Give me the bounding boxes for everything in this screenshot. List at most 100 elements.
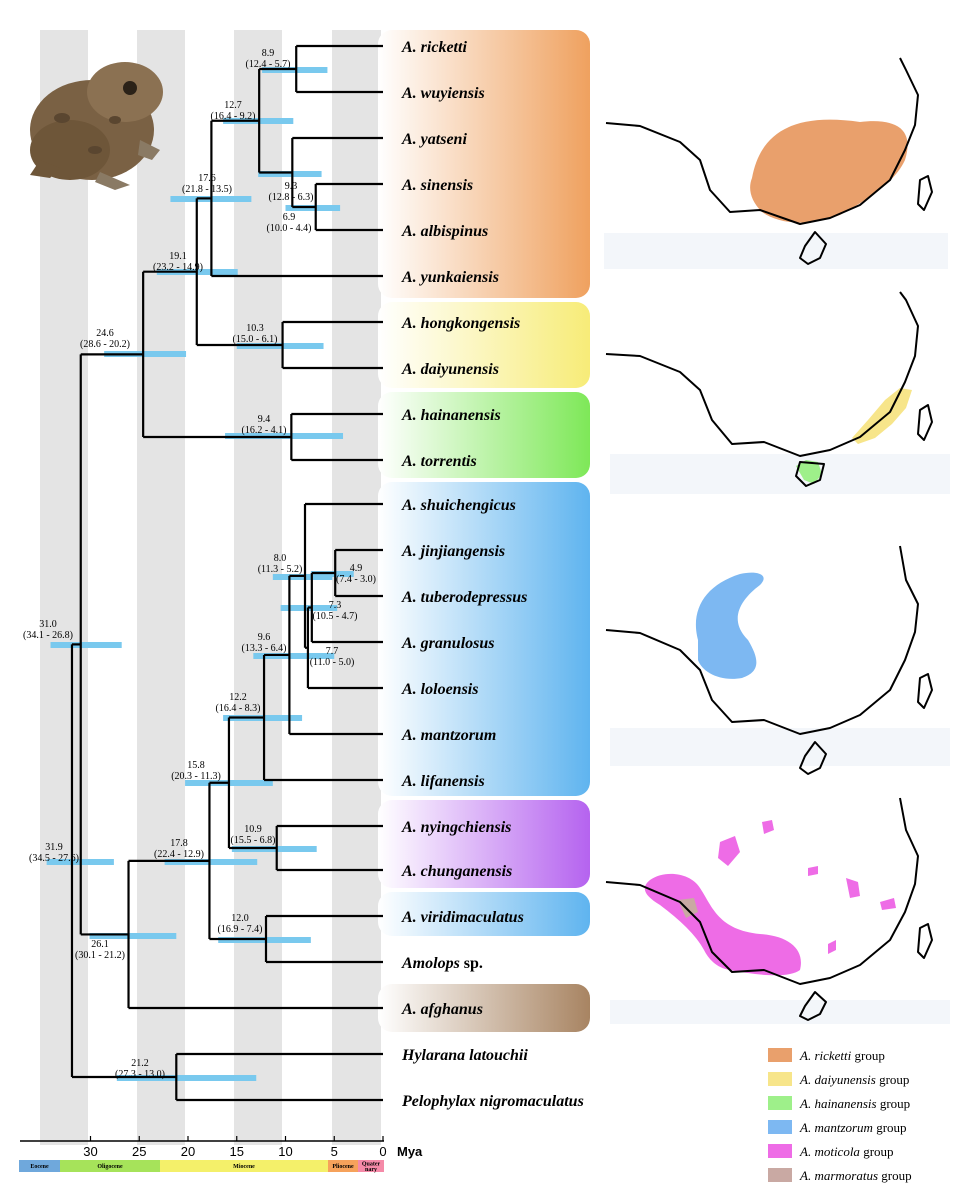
clade-boxes: [378, 30, 590, 1032]
clade-box-afghanus: [378, 984, 590, 1032]
taxon-label: A. hainanensis: [401, 407, 501, 424]
taxon-label: A. chunganensis: [401, 863, 512, 880]
node-hpd: (21.8 - 13.5): [182, 184, 232, 195]
taxon-label: A. jinjiangensis: [401, 543, 505, 560]
node-hpd: (22.4 - 12.9): [154, 849, 204, 860]
map-daiyunensis: [605, 291, 950, 494]
hpd-bar: [275, 653, 335, 659]
node-age: 31.9: [45, 842, 63, 853]
taxon-label: A. ricketti: [401, 39, 467, 56]
node-hpd: (16.9 - 7.4): [218, 924, 263, 935]
legend-swatch: [768, 1096, 792, 1110]
taxon-labels: A. ricketti A. wuyiensis A. yatseni A. s…: [401, 39, 584, 1110]
node-age: 8.0: [274, 553, 287, 564]
node-hpd: (34.5 - 27.6): [29, 853, 79, 864]
legend-label: A. moticola group: [799, 1144, 894, 1159]
taxon-label: A. granulosus: [401, 635, 495, 652]
time-band: [137, 30, 185, 1145]
node-age: 31.0: [39, 619, 57, 630]
epoch-block: [60, 1160, 160, 1172]
clade-box-mantzorum: [378, 482, 590, 796]
taxon-label: A. wuyiensis: [401, 85, 485, 102]
taxon-label: A. hongkongensis: [401, 315, 520, 332]
legend-label: A. marmoratus group: [799, 1168, 912, 1183]
taxon-label: A. loloensis: [401, 681, 478, 698]
node-age: 9.6: [258, 632, 271, 643]
taxon-label: Hylarana latouchii: [401, 1047, 528, 1064]
axis-tick-label: 0: [379, 1144, 386, 1159]
legend-swatch: [768, 1072, 792, 1086]
node-age: 24.6: [96, 328, 114, 339]
epoch-block: [160, 1160, 328, 1172]
taxon-label: A. lifanensis: [401, 773, 485, 790]
axis-tick-label: 15: [230, 1144, 244, 1159]
node-age: 9.3: [285, 181, 298, 192]
node-hpd: (16.2 - 4.1): [242, 425, 287, 436]
node-hpd: (13.3 - 6.4): [242, 643, 287, 654]
epoch-label: nary: [365, 1167, 377, 1173]
node-age: 17.6: [198, 173, 216, 184]
node-hpd: (15.0 - 6.1): [233, 334, 278, 345]
hpd-bar: [50, 642, 122, 648]
map-mantzorum: [605, 545, 950, 775]
node-age: 12.2: [229, 692, 247, 703]
node-age: 21.2: [131, 1058, 149, 1069]
node-hpd: (23.2 - 14.9): [153, 262, 203, 273]
node-hpd: (16.4 - 9.2): [211, 111, 256, 122]
taxon-label: A. viridimaculatus: [401, 909, 524, 926]
node-age: 26.1: [91, 939, 109, 950]
taxon-label: A. mantzorum: [401, 727, 496, 744]
epoch-label: Oligocene: [97, 1164, 123, 1170]
taxon-label: A. daiyunensis: [401, 361, 499, 378]
node-age: 15.8: [187, 760, 205, 771]
node-age: 8.9: [262, 48, 275, 59]
tree-branches: [70, 44, 383, 1102]
hpd-bar: [89, 933, 177, 939]
legend-label: A. daiyunensis group: [799, 1072, 909, 1087]
node-hpd: (10.0 - 4.4): [267, 223, 312, 234]
taxon-label: A. nyingchiensis: [401, 819, 511, 836]
epoch-label: Pliocene: [332, 1164, 354, 1170]
epoch-label: Miocene: [233, 1164, 255, 1170]
legend: A. ricketti group A. daiyunensis group A…: [768, 1048, 912, 1183]
node-labels: 8.9 (12.4 - 5.7) 12.7 (16.4 - 9.2) 17.6 …: [23, 48, 376, 1080]
node-hpd: (10.5 - 4.7): [313, 611, 358, 622]
legend-label: A. mantzorum group: [799, 1120, 907, 1135]
node-hpd: (27.3 - 13.0): [115, 1069, 165, 1080]
hpd-bar: [272, 574, 333, 580]
node-age: 19.1: [169, 251, 187, 262]
taxon-label: A. torrentis: [401, 453, 477, 470]
epoch-label: Quater: [362, 1162, 381, 1168]
node-hpd: (11.3 - 5.2): [258, 564, 303, 575]
legend-label: A. hainanensis group: [799, 1096, 910, 1111]
node-age: 12.0: [231, 913, 249, 924]
node-hpd: (20.3 - 11.3): [171, 771, 221, 782]
hpd-bar: [116, 1075, 257, 1081]
axis-tick-label: 30: [83, 1144, 97, 1159]
taxon-label: Pelophylax nigromaculatus: [401, 1093, 584, 1110]
node-hpd: (30.1 - 21.2): [75, 950, 125, 961]
taxon-label: A. sinensis: [401, 177, 473, 194]
clade-box-ricketti: [378, 30, 590, 298]
clade-box-moticola: [378, 800, 590, 888]
axis-tick-label: 10: [278, 1144, 292, 1159]
node-hpd: (12.8 - 6.3): [269, 192, 314, 203]
taxon-label: A. tuberodepressus: [401, 589, 527, 606]
node-age: 7.7: [326, 646, 339, 657]
node-hpd: (34.1 - 26.8): [23, 630, 73, 641]
axis-tick-label: 25: [132, 1144, 146, 1159]
node-age: 10.3: [246, 323, 264, 334]
node-hpd: (16.4 - 8.3): [216, 703, 261, 714]
clade-box-hainanensis: [378, 392, 590, 478]
epoch-block: [358, 1160, 384, 1172]
taxon-label: A. shuichengicus: [401, 497, 516, 514]
map-moticola: [605, 797, 950, 1024]
node-hpd: (15.5 - 6.8): [231, 835, 276, 846]
time-band: [234, 30, 282, 1145]
hpd-bar: [258, 171, 322, 177]
hpd-bars: [46, 67, 354, 1081]
time-band: [332, 30, 381, 1145]
